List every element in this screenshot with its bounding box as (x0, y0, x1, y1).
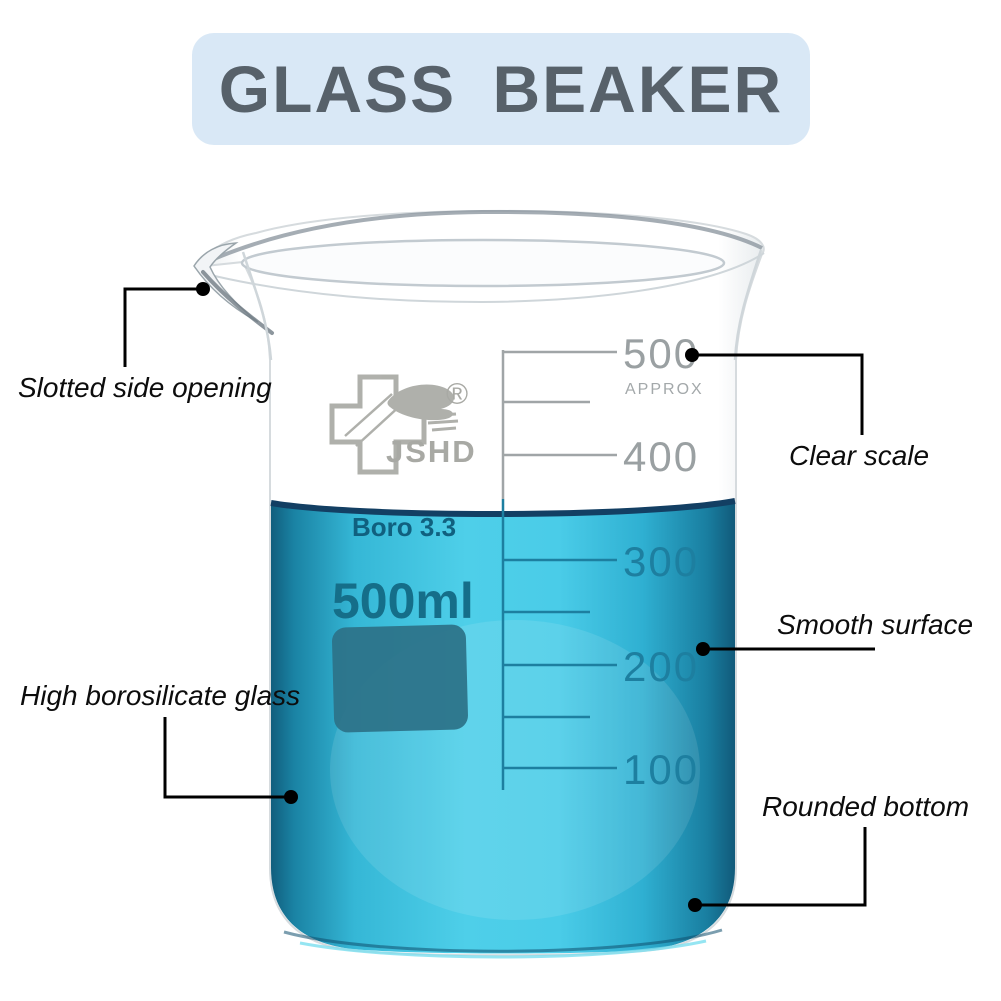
scale-label-200: 200 (623, 643, 699, 690)
material-label: Boro 3.3 (352, 512, 456, 542)
approx-label: APPROX (625, 381, 704, 398)
scale-label-500: 500 (623, 330, 699, 377)
logo-stripe3 (431, 426, 457, 432)
right-shoulder-edge (733, 249, 763, 361)
callout-lines (123, 287, 875, 907)
callout-label-clear-scale: Clear scale (789, 440, 930, 471)
page-title: GLASS BEAKER (218, 52, 784, 126)
callout-dot-high-borosilicate-glass (284, 790, 298, 804)
callout-label-rounded-bottom: Rounded bottom (762, 791, 970, 822)
logo-slash2-icon (355, 403, 403, 447)
callout-dots (196, 282, 710, 912)
rim-bottom-edge (201, 252, 765, 304)
brand-name: JSHD (386, 434, 477, 469)
bottom-glass-glint (299, 939, 707, 959)
capacity-label: 500ml (332, 573, 474, 629)
measurement-scale-upper (501, 350, 617, 499)
brand-logo: JSHD ® (329, 374, 477, 475)
logo-slash-icon (344, 393, 393, 437)
left-shoulder-edge (241, 251, 273, 361)
callout-dot-slotted-side-opening (196, 282, 210, 296)
logo-swoosh-icon (387, 384, 454, 421)
callout-label-high-borosilicate-glass: High borosilicate glass (20, 680, 301, 711)
logo-stripe2 (427, 419, 459, 425)
scale-label-300: 300 (623, 538, 699, 585)
title-banner: GLASS BEAKER (192, 33, 810, 145)
waterline (270, 498, 736, 517)
rim-inner-opening (240, 238, 726, 288)
spout (193, 242, 259, 323)
callout-line-slotted-side-opening (123, 287, 203, 367)
registered-mark: ® (446, 378, 468, 411)
callout-dot-smooth-surface (696, 642, 710, 656)
writing-square (331, 624, 468, 733)
logo-stripe1 (423, 412, 457, 418)
scale-label-100: 100 (623, 746, 699, 793)
callout-dot-rounded-bottom (688, 898, 702, 912)
callout-line-rounded-bottom (695, 827, 867, 907)
callout-line-clear-scale (692, 353, 864, 435)
rim-top-edge (195, 209, 763, 269)
callout-dot-clear-scale (685, 348, 699, 362)
measurement-scale-lower (501, 499, 617, 790)
callout-label-slotted-side-opening: Slotted side opening (18, 372, 272, 403)
scale-label-400: 400 (623, 433, 699, 480)
bottom-edge-line (283, 928, 723, 953)
callout-label-smooth-surface: Smooth surface (777, 609, 974, 640)
callout-line-high-borosilicate-glass (163, 717, 291, 799)
